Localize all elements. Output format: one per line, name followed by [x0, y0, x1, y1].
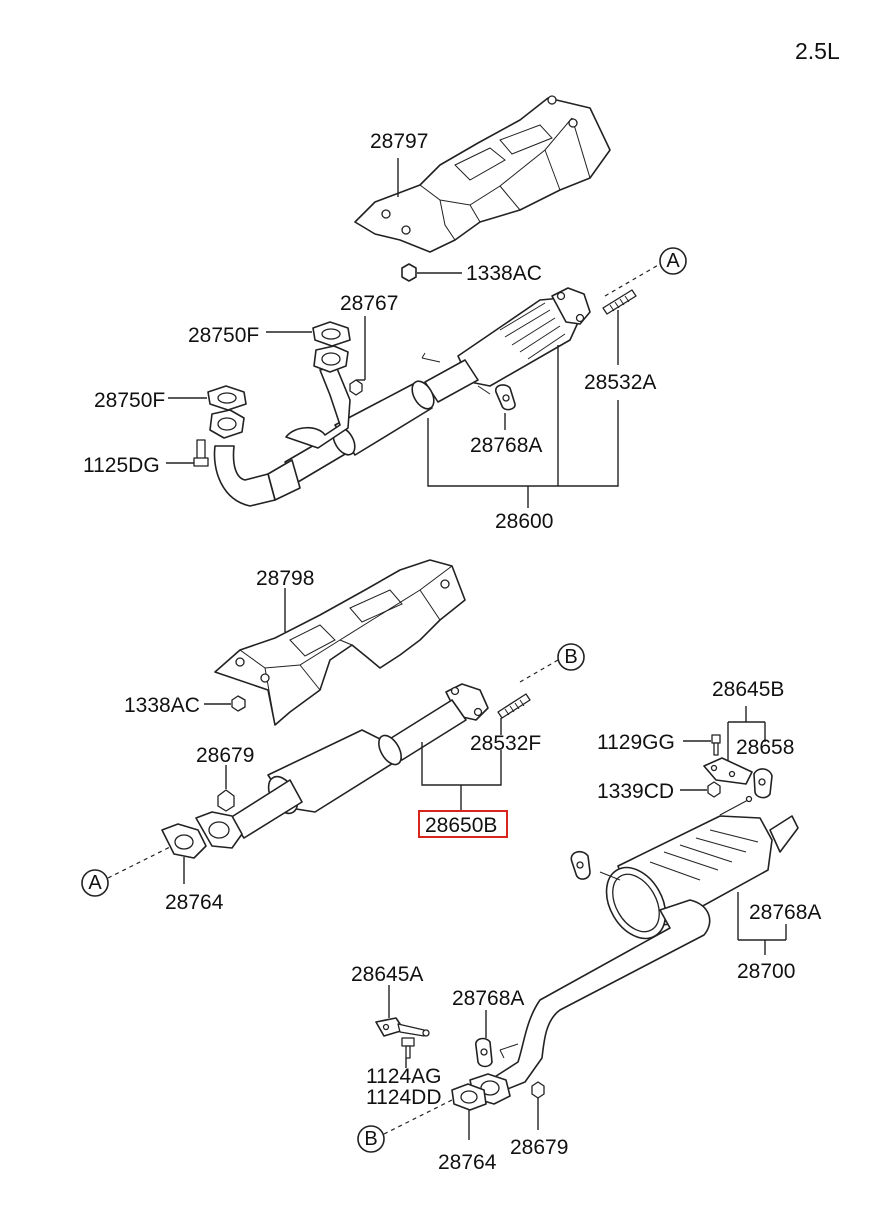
- label-nut-center: 1338AC: [124, 694, 200, 717]
- label-bracket-28645a: 28645A: [351, 963, 423, 986]
- nut-center-icon: [231, 695, 246, 712]
- label-hanger-rear: 28768A: [749, 901, 821, 924]
- label-gasket-front-2: 28750F: [94, 389, 165, 412]
- label-stud-28532f: 28532F: [470, 732, 541, 755]
- label-nut-28767: 28767: [340, 292, 398, 315]
- nut-28767-icon: [349, 379, 363, 396]
- ref-marker-a-top-icon: [659, 247, 687, 275]
- gasket-28764-center-icon: [161, 823, 207, 859]
- label-nut-28679-rear: 28679: [510, 1136, 568, 1159]
- label-bolt-1124ag: 1124AG: [366, 1065, 442, 1088]
- bracket-28645b-drawing: [703, 757, 773, 799]
- label-stud-28532a: 28532A: [584, 371, 656, 394]
- hanger-lower-icon: [475, 1037, 493, 1068]
- label-nut-28679-center: 28679: [196, 744, 254, 767]
- ref-marker-b-mid: B: [564, 646, 577, 668]
- label-bolt-1125dg: 1125DG: [83, 454, 160, 477]
- label-gasket-front-1: 28750F: [188, 324, 259, 347]
- label-hanger-28768a-lower: 28768A: [452, 987, 524, 1010]
- stud-front-icon: [602, 289, 637, 315]
- gasket-front-2-icon: [207, 385, 247, 411]
- hanger-front-icon: [495, 384, 516, 411]
- label-bracket-28645b: 28645B: [712, 678, 784, 701]
- highlight-box: [418, 810, 508, 838]
- label-front-pipe-assy: 28600: [495, 510, 553, 533]
- label-center-pipe-assy[interactable]: 28650B: [425, 814, 497, 837]
- label-nut-front: 1338AC: [466, 262, 542, 285]
- label-gasket-28764-rear: 28764: [438, 1151, 497, 1174]
- bolt-1124-icon: [401, 1037, 415, 1059]
- ref-marker-a-top: A: [666, 250, 680, 272]
- engine-label: 2.5L: [795, 38, 840, 64]
- label-bolt-1129gg: 1129GG: [597, 731, 675, 754]
- gasket-front-1-icon: [312, 321, 351, 347]
- nut-front-icon: [401, 263, 417, 282]
- label-hanger-front: 28768A: [470, 434, 542, 457]
- heat-protector-center-drawing: [214, 559, 466, 726]
- bolt-1129gg-icon: [711, 734, 721, 756]
- nut-28679-center-icon: [217, 789, 235, 812]
- label-heat-protector-front: 28797: [370, 130, 428, 153]
- ref-marker-b-mid-icon: [557, 643, 585, 671]
- label-hanger-28658: 28658: [736, 736, 794, 759]
- gasket-28764-rear-icon: [451, 1083, 487, 1111]
- ref-marker-b-bottom: B: [364, 1128, 377, 1150]
- bracket-28645a-drawing: [375, 1017, 430, 1037]
- bolt-1339cd-icon: [707, 781, 721, 798]
- nut-28679-rear-icon: [531, 1081, 545, 1099]
- label-bolt-1339cd: 1339CD: [597, 780, 674, 803]
- front-pipe-drawing: [209, 287, 591, 507]
- heat-protector-front-drawing: [354, 95, 611, 253]
- muffler-drawing: [469, 795, 799, 1105]
- ref-marker-b-bottom-icon: [357, 1125, 385, 1153]
- label-muffler-assy: 28700: [737, 960, 795, 983]
- bolt-1125dg-icon: [193, 439, 209, 467]
- center-pipe-drawing: [195, 683, 489, 849]
- label-bolt-1124dd: 1124DD: [366, 1086, 442, 1109]
- label-gasket-28764-center: 28764: [165, 891, 224, 914]
- ref-marker-a-mid: A: [88, 872, 102, 894]
- label-heat-protector-center: 28798: [256, 567, 314, 590]
- ref-marker-a-mid-icon: [81, 869, 109, 897]
- stud-center-icon: [497, 693, 531, 719]
